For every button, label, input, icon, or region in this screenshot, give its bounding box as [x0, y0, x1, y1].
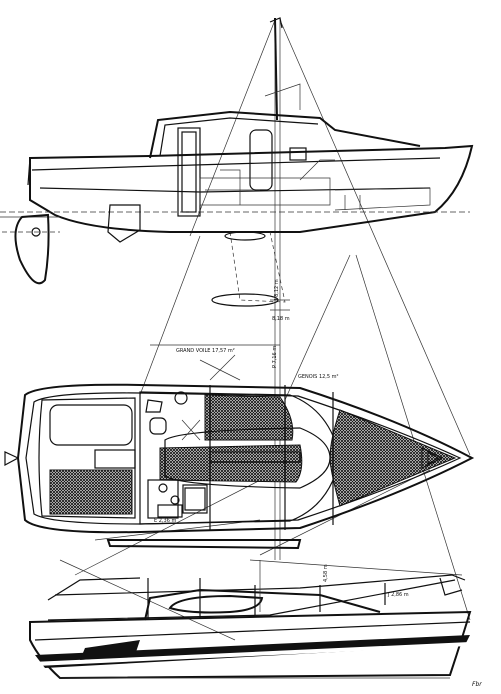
- side-profile-view: [0, 17, 474, 307]
- dim-lower: 4,58 m: [323, 564, 329, 582]
- dim-e: E 2,36 m: [154, 518, 176, 524]
- dim-j: J 2,86 m: [387, 592, 409, 598]
- designer-signature: Fbr: [472, 681, 482, 688]
- rudder: [14, 213, 50, 285]
- side-elevation-view: [29, 539, 472, 680]
- deck-plan-view: [4, 383, 475, 534]
- deck-outline: [16, 383, 475, 534]
- dimension-labels: 8,18 m GRAND VOILE 17,57 m² GENOIS 12,5 …: [154, 279, 409, 598]
- elevation-hull: [29, 610, 472, 680]
- cabin-window: [168, 594, 264, 614]
- dim-upper: 8,18 m: [272, 316, 290, 322]
- genoa-area-label: GENOIS 12,5 m²: [298, 374, 339, 380]
- coachroof: [149, 110, 421, 159]
- mainsail-area-label: GRAND VOILE 17,57 m²: [176, 348, 235, 354]
- dim-p: P 7,16 m: [272, 346, 278, 368]
- elevation-coachroof: [144, 588, 381, 621]
- keel: [229, 231, 286, 303]
- dim-i: I 8,12 m: [274, 279, 280, 300]
- cockpit: [38, 397, 136, 519]
- boom: [106, 539, 302, 550]
